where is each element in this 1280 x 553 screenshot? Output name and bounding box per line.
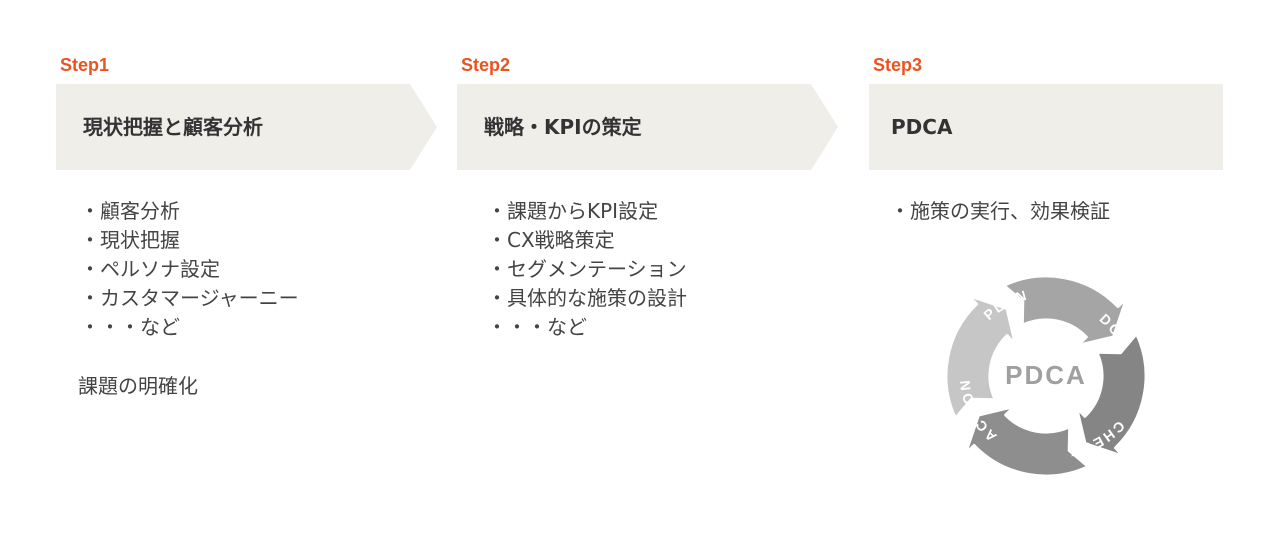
step1-note: 課題の明確化 [78,374,198,398]
step2-title: 戦略・KPIの策定 [484,115,642,139]
list-item: ・ペルソナ設定 [80,257,220,281]
step1-label: Step1 [60,55,110,75]
list-item: ・施策の実行、効果検証 [890,199,1110,223]
list-item: ・セグメンテーション [487,257,687,281]
action-arrow-icon [963,405,1090,478]
step2-box: 戦略・KPIの策定 [457,84,811,170]
step3-title: PDCA [891,115,953,139]
list-item: ・CX戦略策定 [487,228,615,252]
cycle-arrows [944,274,1148,478]
list-item: ・顧客分析 [80,199,180,223]
list-item: ・・・など [80,315,180,339]
step2-label: Step2 [461,55,511,75]
step1-box: 現状把握と顧客分析 [56,84,410,170]
pdca-cycle-diagram: PLAN DO CHECK ACTION PDCA [944,274,1148,478]
step2-list: ・課題からKPI設定 ・CX戦略策定 ・セグメンテーション ・具体的な施策の設計… [487,197,687,342]
step1-arrow-icon [410,84,437,170]
step3-list: ・施策の実行、効果検証 [890,197,1110,226]
step2-arrow-icon [811,84,838,170]
step1-list: ・顧客分析 ・現状把握 ・ペルソナ設定 ・カスタマージャーニー ・・・など [80,197,299,342]
step1-title: 現状把握と顧客分析 [83,115,263,139]
list-item: ・課題からKPI設定 [487,199,659,223]
list-item: ・現状把握 [80,228,180,252]
plan-arrow-icon [944,293,1017,420]
list-item: ・カスタマージャーニー [80,286,299,310]
do-arrow-icon [1002,274,1129,347]
list-item: ・・・など [487,315,587,339]
check-arrow-icon [1075,332,1148,459]
step3-label: Step3 [873,55,923,75]
pdca-center-label: PDCA [1005,360,1087,390]
step3-box: PDCA [869,84,1223,170]
list-item: ・具体的な施策の設計 [487,286,687,310]
